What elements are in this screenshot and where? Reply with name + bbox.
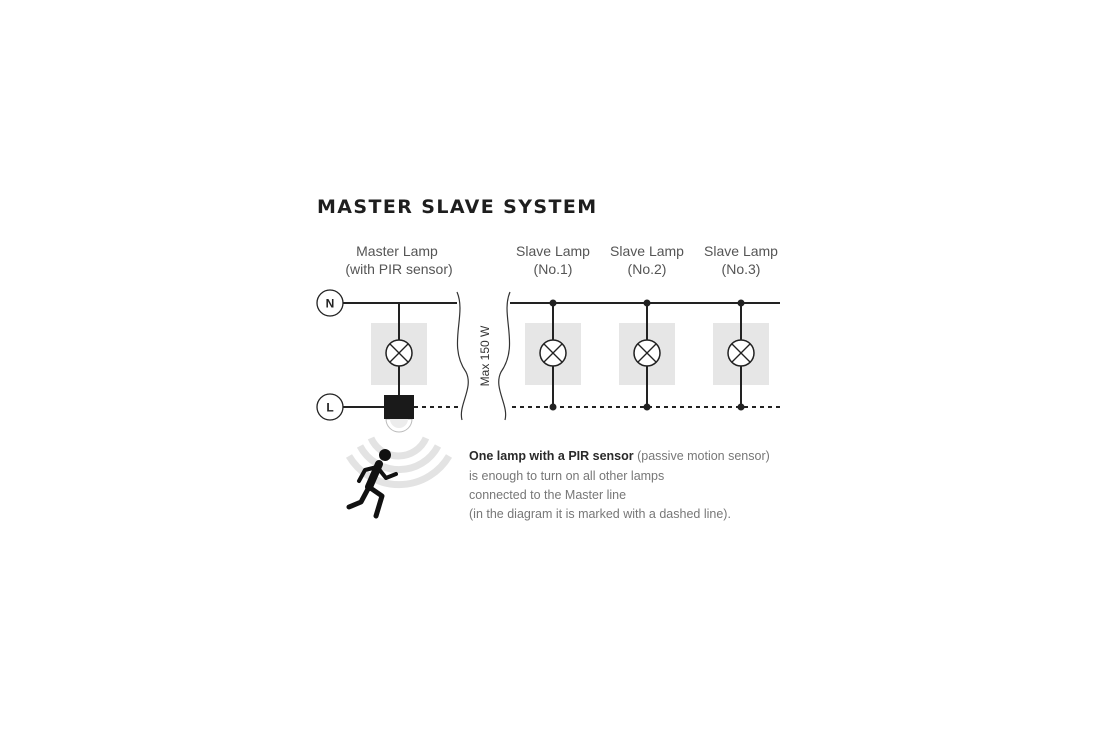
slave-lamp-2 (633, 299, 661, 411)
pir-sensor-dome-inner (390, 419, 408, 428)
slave-lamp-3 (727, 299, 755, 411)
master-label-line2: (with PIR sensor) (345, 261, 452, 277)
slave-3-label-line1: Slave Lamp (704, 243, 778, 259)
diagram-title: MASTER SLAVE SYSTEM (317, 196, 598, 218)
slave-2-node-top (643, 299, 651, 307)
slave-lamp-1 (539, 299, 567, 411)
slave-2-node-bottom (643, 403, 651, 411)
pir-sensor-icon (384, 395, 414, 433)
slave-1-node-bottom (549, 403, 557, 411)
live-terminal-label: L (326, 401, 333, 415)
running-person-icon (346, 449, 398, 519)
slave-2-label-line1: Slave Lamp (610, 243, 684, 259)
slave-lamp-3-label: Slave Lamp (No.3) (704, 243, 778, 277)
neutral-terminal: N (316, 289, 344, 317)
master-lamp-label: Master Lamp (with PIR sensor) (345, 243, 452, 277)
motion-wave-2 (356, 444, 442, 474)
note-bold-text: One lamp with a PIR sensor (469, 449, 634, 463)
runner-leg-back (346, 484, 372, 510)
motion-wave-3 (345, 454, 453, 489)
slave-2-cross-b (637, 343, 657, 363)
runner-leg-front (366, 484, 385, 519)
slave-1-node-top (549, 299, 557, 307)
lamp-icon (385, 339, 413, 367)
slave-3-cross-b (731, 343, 751, 363)
live-terminal: L (316, 393, 344, 421)
slave-1-cross-b (543, 343, 563, 363)
pir-sensor-body (384, 395, 414, 419)
slave-2-label-line2: (No.2) (628, 261, 667, 277)
note-line-2: is enough to turn on all other lamps (469, 469, 664, 483)
lamp-icon (633, 339, 661, 367)
master-lamp-cross-b (389, 343, 409, 363)
lamp-icon (727, 339, 755, 367)
runner-head (379, 449, 391, 461)
motion-waves-icon (345, 436, 453, 489)
master-label-line1: Master Lamp (356, 243, 438, 259)
max-power-label: Max 150 W (478, 325, 492, 386)
slave-1-label-line2: (No.1) (534, 261, 573, 277)
slave-3-node-bottom (737, 403, 745, 411)
runner-arm-front (376, 466, 398, 480)
slave-lamp-2-label: Slave Lamp (No.2) (610, 243, 684, 277)
note-rest-text: (passive motion sensor) (634, 449, 770, 463)
neutral-terminal-label: N (326, 297, 335, 311)
slave-3-node-top (737, 299, 745, 307)
motion-wave-1 (367, 436, 430, 460)
runner-arm-back (357, 465, 379, 483)
note-line-4: (in the diagram it is marked with a dash… (469, 507, 731, 521)
break-marker-right (498, 291, 511, 421)
break-marker-left (456, 291, 469, 421)
slave-3-label-line2: (No.3) (722, 261, 761, 277)
lamp-icon (539, 339, 567, 367)
explanation-note: One lamp with a PIR sensor (passive moti… (469, 449, 770, 521)
slave-lamp-1-label: Slave Lamp (No.1) (516, 243, 590, 277)
slave-1-label-line1: Slave Lamp (516, 243, 590, 259)
note-line-3: connected to the Master line (469, 488, 626, 502)
note-line-1: One lamp with a PIR sensor (passive moti… (469, 449, 770, 463)
